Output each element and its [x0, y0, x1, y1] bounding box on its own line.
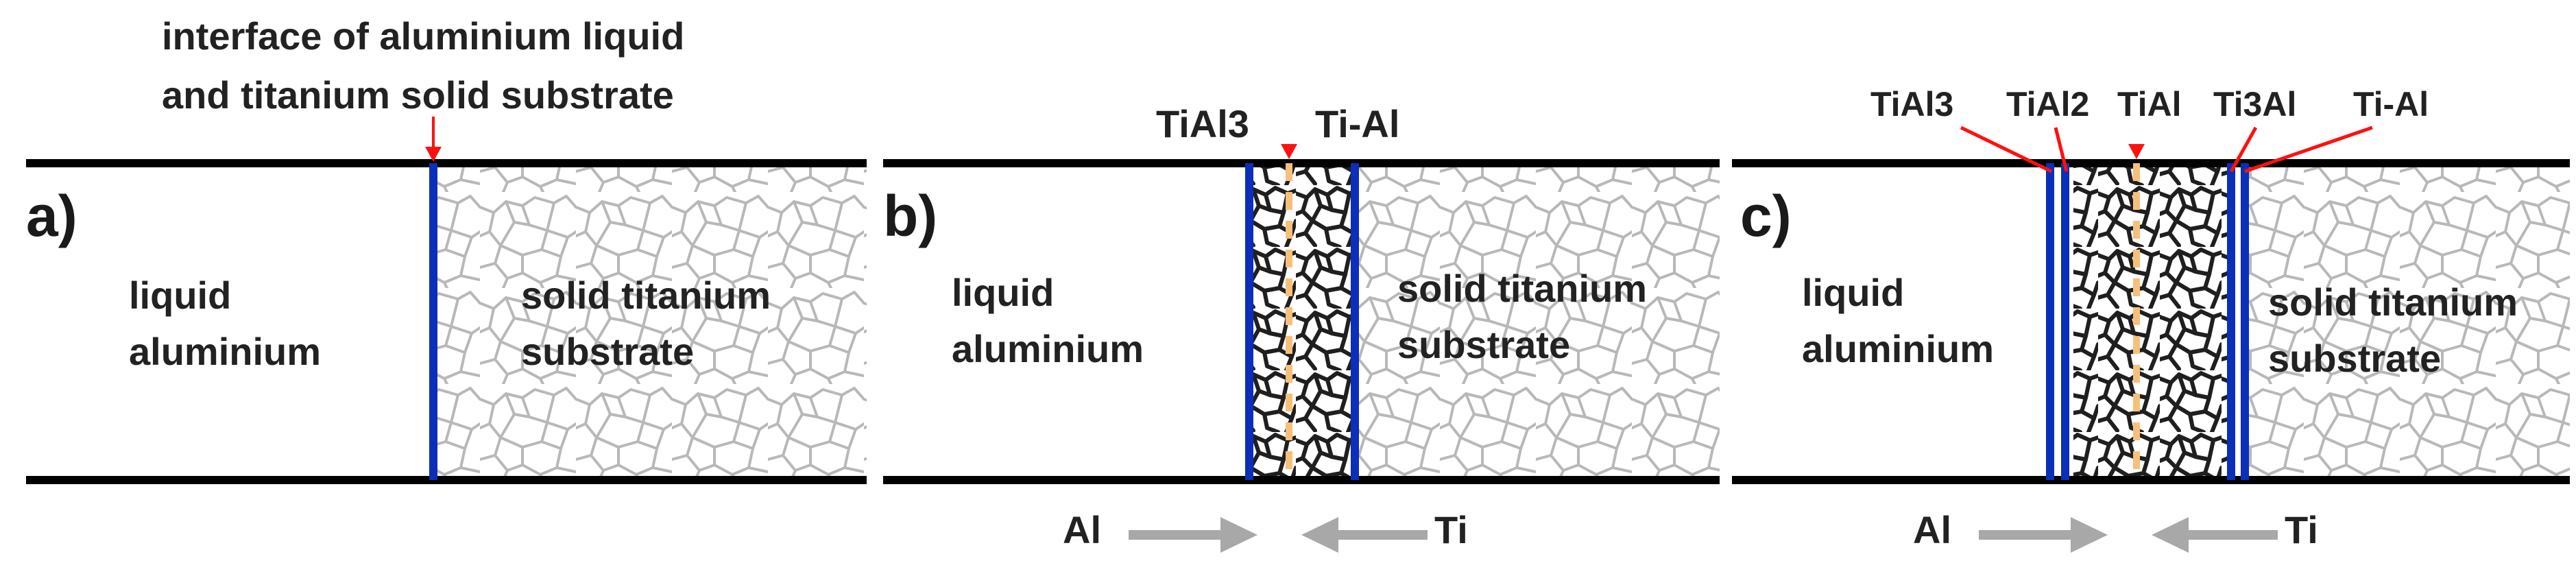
panel-a-letter: a)	[26, 184, 77, 248]
panel-a-liquid-line1: liquid	[129, 274, 232, 317]
panel-c-label-ti3al: Ti3Al	[2213, 85, 2297, 123]
panel-c-label-tial3: TiAl3	[1870, 85, 1954, 123]
panel-c-solid-line2: substrate	[2268, 337, 2442, 380]
panel-c-leader-ti-al	[2244, 125, 2373, 174]
panel-c-solid-grain-texture	[2249, 163, 2570, 480]
panel-a-liquid-line2: aluminium	[129, 330, 322, 373]
panel-c-label-ti-al: Ti-Al	[2353, 85, 2429, 123]
panel-b-letter: b)	[883, 184, 938, 248]
panel-a-solid-line2: substrate	[521, 330, 695, 373]
panel-c-leader-tial3	[1960, 125, 2053, 174]
panel-a-annotation-arrowhead	[425, 147, 442, 162]
panel-a-solid-grain-texture	[436, 163, 867, 480]
panel-b-solid-grain-texture	[1358, 163, 1720, 480]
panel-b-arrow-ti-label: Ti	[1434, 508, 1468, 551]
panel-b-center-marker	[1281, 144, 1297, 159]
panel-c-reaction-layer-texture	[2073, 163, 2227, 480]
panel-c-letter: c)	[1740, 184, 1792, 248]
panel-c-leader-ti3al	[2229, 126, 2258, 173]
panel-c-arrow-ti-label: Ti	[2285, 508, 2318, 551]
panel-c-label-tial: TiAl	[2117, 85, 2182, 123]
panel-b-solid-line2: substrate	[1397, 323, 1571, 366]
panel-b-al-arrow-head	[1220, 517, 1257, 553]
panel-c-center-marker	[2128, 144, 2145, 159]
panel-c-liquid-line2: aluminium	[1802, 327, 1995, 370]
panel-b-arrow-al-label: Al	[1063, 508, 1101, 551]
panel-b-reaction-layer-texture	[1252, 163, 1353, 480]
panel-c-al-arrow-head	[2071, 517, 2108, 553]
panel-b-liquid-line2: aluminium	[952, 327, 1144, 370]
panel-c-liquid-line1: liquid	[1802, 271, 1905, 314]
panel-b-liquid-line1: liquid	[952, 271, 1055, 314]
panel-b-label-tial3: TiAl3	[1156, 102, 1249, 145]
panel-a-solid-line1: solid titanium	[521, 274, 771, 317]
panel-c-ti-arrow-head	[2152, 517, 2189, 553]
panel-c-arrow-al-label: Al	[1913, 508, 1951, 551]
panel-b-ti-arrow-head	[1301, 517, 1338, 553]
panel-c-label-tial2: TiAl2	[2006, 85, 2090, 123]
panel-c-leader-tial2	[2054, 127, 2069, 172]
panel-c-solid-line1: solid titanium	[2268, 280, 2518, 324]
panel-b-solid-line1: solid titanium	[1397, 267, 1647, 310]
interface-annotation-line1: interface of aluminium liquid	[162, 14, 685, 58]
interface-annotation-line2: and titanium solid substrate	[162, 73, 674, 117]
panel-b-label-ti-al: Ti-Al	[1315, 102, 1400, 145]
